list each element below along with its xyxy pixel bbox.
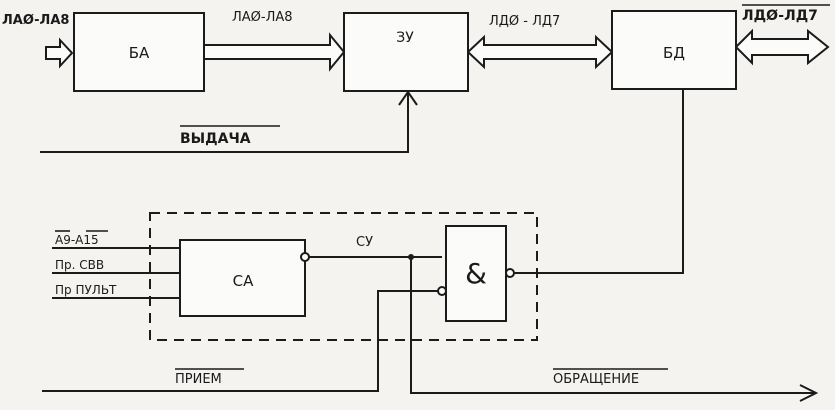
input-address-label: ЛАØ-ЛА8 bbox=[2, 13, 69, 28]
sa-label: СА bbox=[233, 272, 254, 290]
addr-high-label: А9-А15 bbox=[55, 233, 99, 247]
external-data-label: ЛДØ-ЛД7 bbox=[742, 8, 818, 24]
pr-svv-label: Пр. СВВ bbox=[55, 258, 104, 272]
output-enable-arrowhead bbox=[398, 90, 418, 106]
data-bus-arrow bbox=[466, 34, 614, 70]
zu-label: ЗУ bbox=[396, 30, 414, 46]
sa-block bbox=[179, 239, 306, 317]
bd-label: БД bbox=[663, 44, 685, 62]
gate-output-line bbox=[514, 89, 684, 274]
ba-block bbox=[73, 12, 205, 92]
and-symbol: & bbox=[465, 257, 487, 290]
receive-line bbox=[42, 290, 438, 392]
receive-label: ПРИЕМ bbox=[175, 372, 222, 387]
ba-to-zu-label: ЛАØ-ЛА8 bbox=[232, 10, 293, 25]
select-label: СУ bbox=[356, 235, 373, 250]
gate-input2-inversion bbox=[437, 286, 447, 296]
sa-output-inversion bbox=[300, 252, 310, 262]
bd-block bbox=[611, 10, 737, 90]
address-input-arrow bbox=[45, 37, 74, 69]
output-enable-line bbox=[40, 93, 409, 153]
gate-output-inversion bbox=[505, 268, 515, 278]
ba-label: БА bbox=[129, 44, 150, 62]
and-gate bbox=[445, 225, 507, 322]
decoder-enclosure bbox=[149, 212, 538, 341]
external-data-bus-arrow bbox=[734, 28, 830, 66]
access-line bbox=[410, 257, 815, 394]
access-label: ОБРАЩЕНИЕ bbox=[553, 372, 639, 387]
pr-pult-label: Пр ПУЛЬТ bbox=[55, 283, 117, 297]
zu-bd-data-label: ЛДØ - ЛД7 bbox=[489, 14, 560, 29]
address-bus-arrow bbox=[203, 32, 346, 72]
output-enable-label: ВЫДАЧА bbox=[180, 131, 251, 147]
zu-block bbox=[343, 12, 469, 92]
access-arrowhead bbox=[799, 384, 819, 402]
